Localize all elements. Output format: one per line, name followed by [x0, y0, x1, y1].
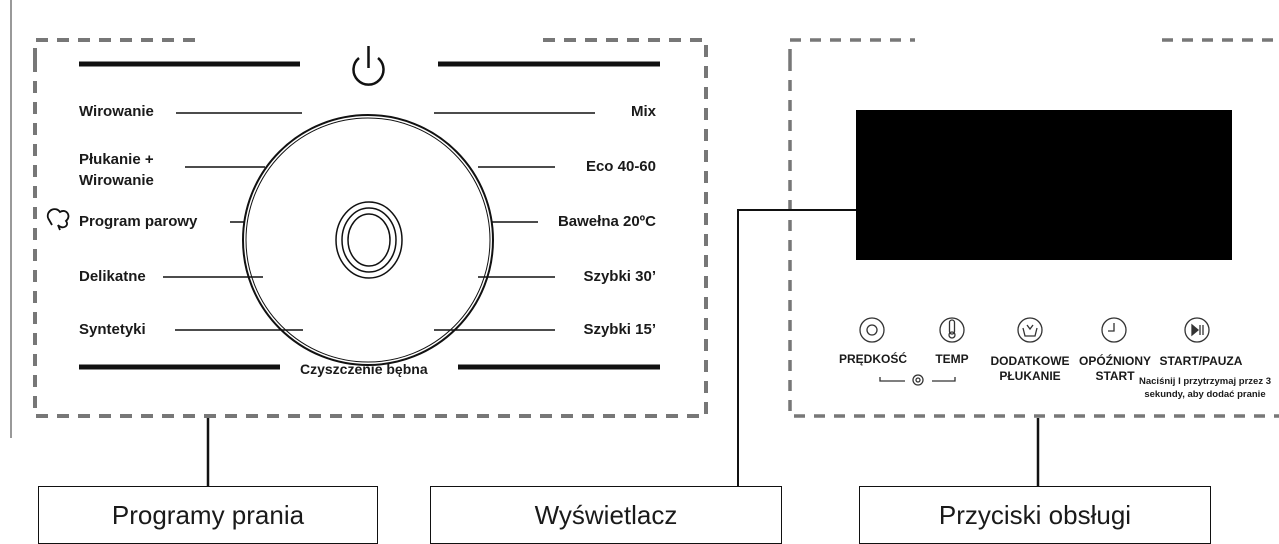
extra-rinse-icon[interactable] [1017, 317, 1043, 343]
extra-rinse-label-1[interactable]: DODATKOWE [990, 354, 1070, 368]
delay-start-label-1[interactable]: OPÓŹNIONY [1078, 354, 1151, 368]
steam-icon [46, 208, 70, 231]
program-label-plukanie-wirowanie[interactable]: Wirowanie [79, 172, 154, 189]
program-label-syntetyki[interactable]: Syntetyki [79, 321, 146, 338]
delay-start-label-2[interactable]: START [1095, 369, 1135, 383]
program-label-drum-clean[interactable]: Czyszczenie bębna [300, 361, 428, 377]
led-display [856, 110, 1232, 260]
program-label-mix[interactable]: Mix [630, 103, 656, 120]
program-label-plukanie[interactable]: Płukanie + [79, 151, 154, 168]
program-label-steam[interactable]: Program parowy [79, 213, 198, 230]
thermometer-icon[interactable] [939, 317, 965, 343]
callout-programs: Programy prania [38, 486, 378, 544]
program-label-szybki30[interactable]: Szybki 30’ [583, 268, 656, 285]
callout-controls: Przyciski obsługi [859, 486, 1211, 544]
start-pause-hint-2: sekundy, aby dodać pranie [1144, 389, 1266, 400]
play-pause-icon[interactable] [1184, 317, 1210, 343]
spin-button-icon[interactable] [859, 317, 885, 343]
program-label-eco[interactable]: Eco 40-60 [585, 158, 656, 175]
callout-display: Wyświetlacz [430, 486, 782, 544]
speed-button-label[interactable]: PRĘDKOŚĆ [838, 352, 907, 366]
child-lock-icon [879, 374, 956, 386]
start-pause-label[interactable]: START/PAUZA [1159, 354, 1243, 368]
extra-rinse-label-2[interactable]: PŁUKANIE [999, 369, 1061, 383]
program-label-delikatne[interactable]: Delikatne [79, 268, 146, 285]
program-label-wirowanie[interactable]: Wirowanie [79, 103, 154, 120]
clock-icon[interactable] [1101, 317, 1127, 343]
program-dial[interactable] [242, 114, 494, 366]
temp-button-label[interactable]: TEMP [935, 352, 969, 366]
start-pause-hint-1: Naciśnij I przytrzymaj przez 3 [1139, 376, 1271, 387]
power-icon[interactable] [352, 46, 385, 86]
program-label-szybki15[interactable]: Szybki 15’ [583, 321, 656, 338]
program-label-bawelna[interactable]: Bawełna 20ºC [557, 213, 656, 230]
